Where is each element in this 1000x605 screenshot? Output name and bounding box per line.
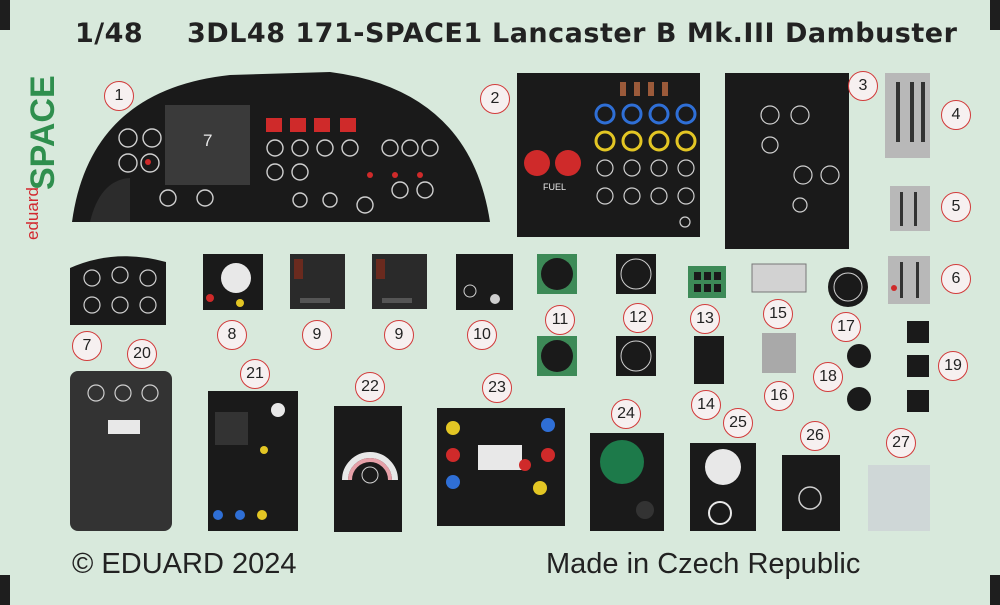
panel-5-switch-panel <box>890 186 930 231</box>
callout-27: 27 <box>886 428 916 458</box>
panel-2-engineer-panel <box>517 73 700 237</box>
product-code: 3DL48 171-SPACE1 <box>187 18 483 49</box>
corner-mark-bottom-right <box>990 575 1000 605</box>
panel-20-pilot-side <box>70 371 172 531</box>
callout-26: 26 <box>800 421 830 451</box>
callout-11: 11 <box>545 305 575 335</box>
callout-23: 23 <box>482 373 512 403</box>
callout-3: 3 <box>848 71 878 101</box>
callout-24: 24 <box>611 399 641 429</box>
origin: Made in Czech Republic <box>546 548 861 580</box>
callout-2: 2 <box>480 84 510 114</box>
brand-line: SPACE <box>24 75 62 190</box>
panel-27-junction-box <box>868 465 930 531</box>
callout-25: 25 <box>723 408 753 438</box>
callout-7: 7 <box>72 331 102 361</box>
corner-mark-right <box>990 0 1000 30</box>
callout-10: 10 <box>467 320 497 350</box>
callout-1: 1 <box>104 81 134 111</box>
corner-mark-left <box>0 0 10 30</box>
panel-3-navigator-panel <box>725 73 849 249</box>
callout-5: 5 <box>941 192 971 222</box>
callout-16: 16 <box>764 381 794 411</box>
panel-26-radio-unit <box>782 455 840 531</box>
corner-mark-bottom-left <box>0 575 10 605</box>
callout-18: 18 <box>813 362 843 392</box>
callout-9b: 9 <box>384 320 414 350</box>
callout-22: 22 <box>355 372 385 402</box>
callout-19: 19 <box>938 351 968 381</box>
product-title: Lancaster B Mk.III Dambuster <box>492 18 958 49</box>
eduard-space-logo: eduard SPACE <box>23 75 62 240</box>
callout-15: 15 <box>763 299 793 329</box>
callout-20: 20 <box>127 339 157 369</box>
fuel-label: FUEL <box>543 182 566 192</box>
panel-6-switch-panel <box>888 256 930 304</box>
callout-13: 13 <box>690 304 720 334</box>
callout-21: 21 <box>240 359 270 389</box>
scale-label: 1/48 <box>75 18 144 49</box>
callout-9a: 9 <box>302 320 332 350</box>
callout-14: 14 <box>691 390 721 420</box>
callout-8: 8 <box>217 320 247 350</box>
callout-17: 17 <box>831 312 861 342</box>
screen-number-7: 7 <box>203 131 212 150</box>
panel-10-control-box <box>456 254 513 310</box>
callout-4: 4 <box>941 100 971 130</box>
callout-12: 12 <box>623 303 653 333</box>
copyright: © EDUARD 2024 <box>72 548 297 580</box>
brand-maker: eduard <box>23 187 42 240</box>
callout-6: 6 <box>941 264 971 294</box>
